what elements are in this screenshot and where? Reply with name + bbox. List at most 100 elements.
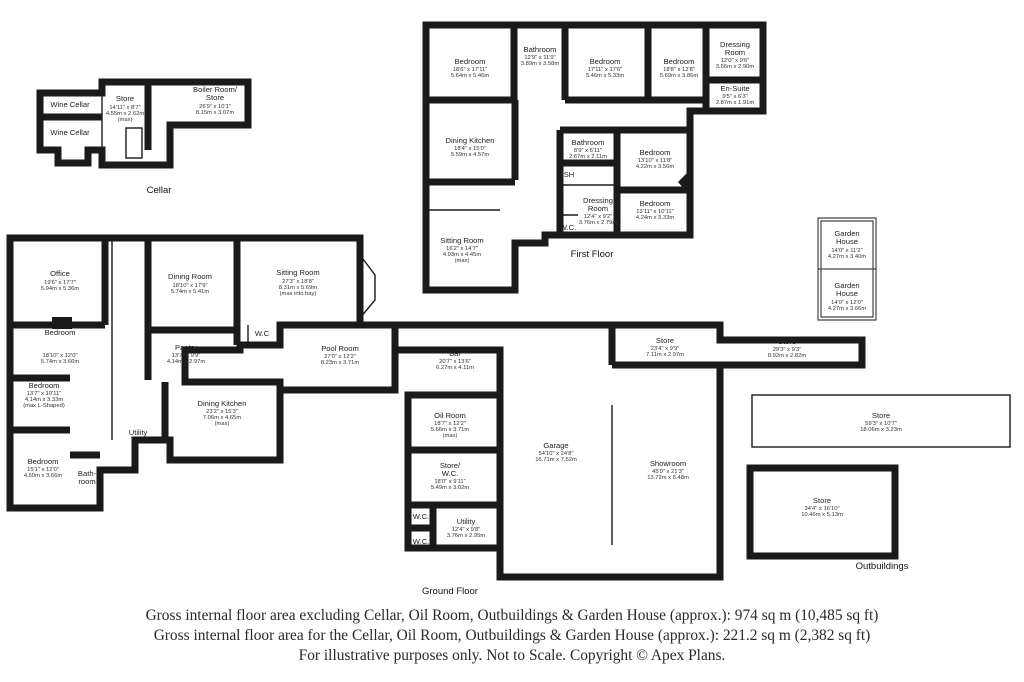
room-dimension: (max) [118, 117, 133, 123]
garden-house-plan [817, 217, 877, 321]
room-dimension: 23'4" x 9'9" [651, 346, 680, 352]
room-name: Garden [834, 229, 859, 238]
room-dimension: 5.74m x 5.41m [171, 289, 210, 295]
room-dimension: 12'4" x 9'2" [584, 214, 613, 220]
room-dimension: 14'11" x 8'7" [109, 105, 140, 111]
room-name: W.C. [560, 223, 576, 232]
room-name: Wine Cellar [50, 100, 90, 109]
room-dimension: 14'0" x 11'2" [831, 248, 862, 254]
outbuildings-plan [746, 394, 1011, 560]
room-dimension: 5.74m x 3.66m [41, 359, 80, 365]
room-name: Room [588, 204, 608, 213]
room-dimension: 13'7" x 9'9" [172, 353, 201, 359]
room-name: Utility [129, 428, 148, 437]
room-name: Pool Room [321, 344, 359, 353]
note-line: For illustrative purposes only. Not to S… [298, 647, 726, 664]
room-dimension: 4.93m x 4.45m [443, 252, 482, 258]
room-name: Bedroom [640, 199, 671, 208]
room-dimension: 18'10" x 12'0" [42, 353, 77, 359]
room-dimension: 4.27m x 3.66m [828, 306, 867, 312]
room-dimension: 4.24m x 3.33m [636, 215, 675, 221]
room-dimension: 5.59m x 4.57m [451, 152, 490, 158]
room-dimension: 4.14m x 2.97m [167, 359, 206, 365]
floor-area-notes: Gross internal floor area excluding Cell… [0, 606, 1024, 666]
room-dimension: (max) [215, 421, 230, 427]
room-name: Room [725, 48, 745, 57]
room-name: Oil Room [434, 411, 466, 420]
room-dimension: (max L-Shaped) [23, 403, 65, 409]
room-name: Store [116, 94, 134, 103]
room-name: Store [778, 337, 796, 346]
room-dimension: 7.06m x 4.65m [203, 415, 242, 421]
room-dimension: 59'3" x 10'7" [865, 421, 897, 427]
room-dimension: 14'0" x 12'0" [831, 300, 863, 306]
room-name: Garage [543, 441, 568, 450]
room-name: Bedroom [664, 57, 695, 66]
room-dimension: (max) [443, 433, 458, 439]
room-name: Store [656, 336, 674, 345]
room-dimension: 27'0" x 12'2" [324, 354, 356, 360]
room-name: Bathroom [524, 45, 557, 54]
room-dimension: 8.31m x 5.69m [279, 285, 318, 291]
room-name: Showroom [650, 459, 686, 468]
room-dimension: 54'10" x 24'8" [538, 451, 573, 457]
room-name: Dining Kitchen [446, 136, 495, 145]
room-name: Bar [449, 349, 461, 358]
room-dimension: 23'2" x 15'3" [206, 409, 238, 415]
room-name: Dining Room [168, 272, 212, 281]
room-dimension: 5.64m x 5.46m [451, 73, 490, 79]
level-label-first-floor: First Floor [571, 249, 614, 260]
room-name: Bedroom [28, 457, 59, 466]
room-dimension: 3.66m x 2.90m [716, 64, 755, 70]
room-dimension: 18'4" x 15'0" [454, 146, 486, 152]
room-name: room [78, 477, 95, 486]
room-dimension: 18'0" x 9'11" [434, 479, 465, 485]
room-name: Pantry [175, 343, 197, 352]
room-name: Bedroom [45, 328, 76, 337]
room-dimension: 29'3" x 9'3" [773, 347, 802, 353]
room-name: Bedroom [455, 57, 486, 66]
room-dimension: 13'11" x 10'11" [636, 209, 673, 215]
room-dimension: 18.06m x 3.23m [860, 427, 902, 433]
room-dimension: 27'3" x 18'8" [282, 279, 314, 285]
room-dimension: 5.46m x 5.33m [586, 73, 625, 79]
cellar-plan [36, 78, 252, 169]
room-name: Office [50, 269, 70, 278]
room-dimension: 12'9" x 11'9" [524, 55, 555, 61]
room-dimension: 12'0" x 9'6" [721, 58, 750, 64]
first-floor-plan [422, 21, 767, 294]
ground-floor-plan [6, 234, 866, 581]
level-label-cellar: Cellar [147, 185, 172, 196]
room-dimension: 18'8" x 12'8" [663, 67, 695, 73]
room-dimension: 5.49m x 3.02m [431, 485, 470, 491]
room-dimension: 4.60m x 3.66m [24, 473, 63, 479]
room-dimension: 9'5" x 6'3" [722, 94, 747, 100]
room-dimension: 7.11m x 2.97m [646, 352, 684, 358]
room-dimension: 15'1" x 12'0" [27, 467, 59, 473]
room-dimension: 3.89m x 3.58m [521, 61, 560, 67]
room-dimension: 18'10" x 17'9" [172, 283, 207, 289]
room-name: En-Suite [720, 84, 749, 93]
room-name: Store [206, 93, 224, 102]
room-dimension: 4.55m x 2.62m [106, 111, 145, 117]
room-name: Bath- [78, 469, 97, 478]
room-dimension: 6.27m x 4.11m [436, 365, 474, 371]
room-name: Utility [457, 517, 476, 526]
room-dimension: 2.87m x 1.91m [716, 100, 755, 106]
room-name: W.C. [413, 512, 429, 521]
room-name: Garden [834, 281, 859, 290]
room-dimension: (max) [455, 258, 470, 264]
room-dimension: 17'11" x 17'6" [588, 67, 623, 73]
room-dimension: 26'9" x 10'1" [199, 104, 231, 110]
room-dimension: 4.27m x 3.40m [828, 254, 867, 260]
room-dimension: 4.14m x 3.33m [25, 397, 64, 403]
room-name: House [836, 289, 858, 298]
room-dimension: 16'2" x 14'7" [446, 246, 478, 252]
room-name: SH [564, 170, 575, 179]
room-name: Bedroom [590, 57, 621, 66]
room-name: Store [872, 411, 890, 420]
room-dimension: 5.94m x 5.36m [41, 286, 80, 292]
room-dimension: 8.15m x 3.07m [196, 110, 235, 116]
room-dimension: 5.66m x 3.71m [431, 427, 470, 433]
